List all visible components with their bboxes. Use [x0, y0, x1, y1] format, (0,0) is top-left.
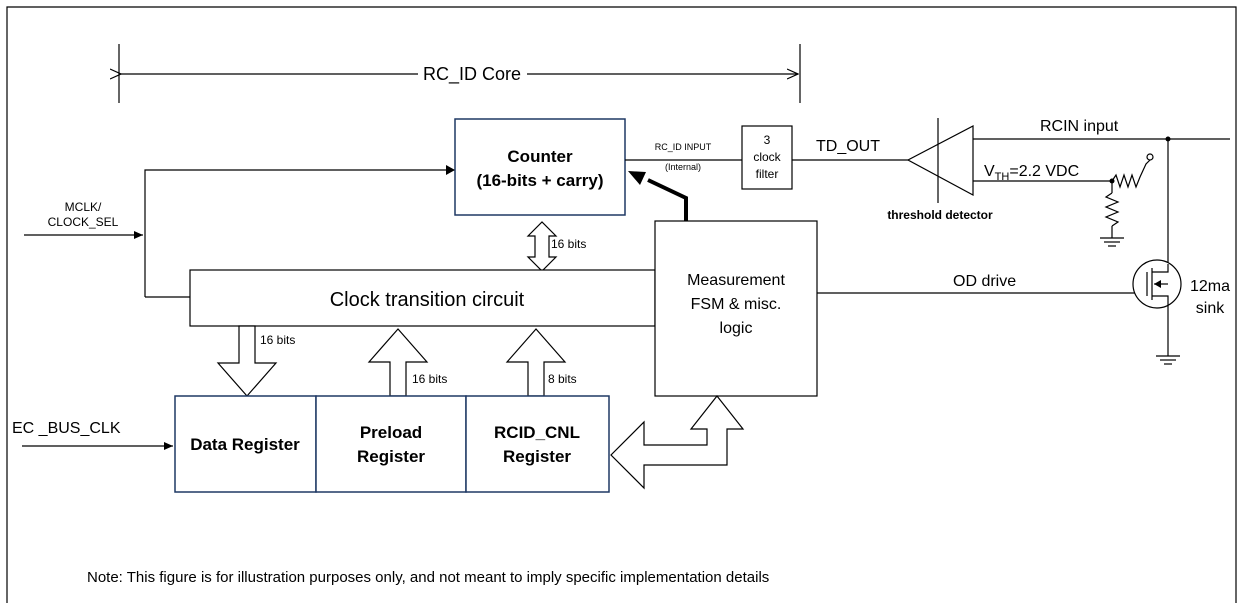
vth-value: =2.2 VDC [1009, 163, 1079, 180]
counter-title: Counter [507, 147, 573, 166]
rcid-cnl-register-line2: Register [503, 447, 571, 466]
counter-block: Counter (16-bits + carry) [454, 118, 626, 216]
clock-transition-block: Clock transition circuit [189, 269, 656, 327]
data-register-block: Data Register [174, 395, 317, 493]
counter-subtitle: (16-bits + carry) [476, 171, 603, 190]
counter-bus-width: 16 bits [551, 237, 586, 251]
sink-current: 12ma [1190, 278, 1230, 295]
rcid-cnl-register-line1: RCID_CNL [494, 423, 580, 442]
core-dimension: RC_ID Core [119, 44, 801, 103]
ec-bus-clk-label: EC _BUS_CLK [12, 420, 121, 437]
preload-bus-arrow: 16 bits [367, 328, 447, 397]
clock-transition-label: Clock transition circuit [330, 289, 525, 311]
threshold-detector-label: threshold detector [887, 208, 993, 222]
mclk-label-line1: MCLK/ [65, 200, 102, 214]
measurement-line3: logic [720, 320, 753, 337]
rc-id-input-internal: (Internal) [665, 162, 701, 172]
core-label: RC_ID Core [423, 64, 521, 85]
counter-clock-arrowhead [446, 165, 455, 175]
vth-symbol: V [984, 163, 995, 180]
threshold-detector: threshold detector [887, 118, 993, 222]
preload-bus-width: 16 bits [412, 372, 447, 386]
svg-text:VTH=2.2 VDC: VTH=2.2 VDC [984, 163, 1079, 183]
load-control-arrow [628, 171, 688, 221]
measurement-fsm-block: Measurement FSM & misc. logic [654, 220, 818, 397]
rc-id-input-label: RC_ID INPUT [655, 142, 712, 152]
vth-pot-upper [1111, 159, 1151, 189]
comparator-triangle [906, 125, 974, 197]
preload-register-line2: Register [357, 447, 425, 466]
clock-feed-line [144, 169, 455, 297]
rc-id-input-signal: RC_ID INPUT (Internal) [625, 142, 742, 172]
outer-frame [6, 6, 1237, 603]
cnl-bus-width: 8 bits [548, 372, 577, 386]
preload-register-block: Preload Register [315, 395, 467, 493]
fsm-cnl-bus-arrow [610, 395, 745, 490]
measurement-line2: FSM & misc. [691, 296, 782, 313]
cnl-bus-arrow: 8 bits [505, 328, 577, 397]
counter-bus-arrow: 16 bits [526, 221, 586, 272]
od-drive-label: OD drive [953, 273, 1016, 290]
vth-reference: VTH=2.2 VDC [973, 153, 1154, 247]
clock-filter-block: 3 clock filter [741, 125, 793, 190]
vth-subscript: TH [995, 171, 1010, 183]
preload-register-line1: Preload [360, 423, 422, 442]
sink-label: sink [1196, 300, 1225, 317]
vth-resistor-lower [1104, 192, 1120, 227]
filter-line3: filter [756, 167, 779, 181]
mclk-label-line2: CLOCK_SEL [48, 215, 119, 229]
note-text: Note: This figure is for illustration pu… [87, 569, 769, 586]
td-out-label: TD_OUT [816, 138, 880, 155]
mosfet-sink: 12ma sink [1132, 139, 1230, 365]
filter-line2: clock [753, 150, 781, 164]
rcid-cnl-register-block: RCID_CNL Register [465, 395, 610, 493]
data-bus-arrow: 16 bits [216, 325, 295, 397]
rcin-input-signal: RCIN input [973, 118, 1230, 142]
ec-bus-clk-signal: EC _BUS_CLK [12, 420, 173, 450]
od-drive-signal: OD drive [817, 273, 1138, 294]
rcin-input-label: RCIN input [1040, 118, 1119, 135]
td-out-signal: TD_OUT [792, 138, 908, 161]
mclk-signal: MCLK/ CLOCK_SEL [24, 165, 455, 298]
data-register-label: Data Register [190, 435, 300, 454]
measurement-line1: Measurement [687, 272, 785, 289]
data-bus-width: 16 bits [260, 333, 295, 347]
filter-line1: 3 [764, 133, 771, 147]
